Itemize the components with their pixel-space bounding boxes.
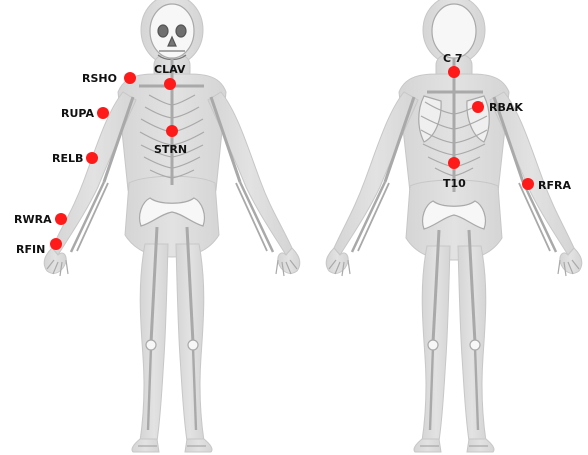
front-marker-dot-rwra	[55, 213, 67, 225]
back-marker-label-rbak: RBAK	[489, 101, 523, 114]
front-marker-label-relb: RELB	[52, 152, 83, 165]
back-marker-rbak: RBAK	[472, 101, 523, 114]
front-marker-label-strn: STRN	[154, 143, 187, 156]
front-marker-label-clav: CLAV	[154, 63, 186, 76]
back-marker-dot-c-7	[448, 66, 460, 78]
front-marker-rsho: RSHO	[82, 72, 136, 85]
front-marker-rupa: RUPA	[61, 107, 109, 120]
back-marker-dot-rbak	[472, 101, 484, 113]
front-marker-label-rfin: RFIN	[16, 243, 45, 256]
back-marker-label-t10: T10	[443, 177, 466, 190]
back-marker-dot-rfra	[522, 178, 534, 190]
front-marker-dot-rfin	[50, 238, 62, 250]
front-marker-dot-clav	[164, 78, 176, 90]
front-marker-dot-rupa	[97, 107, 109, 119]
front-marker-dot-strn	[166, 125, 178, 137]
front-marker-label-rsho: RSHO	[82, 72, 117, 85]
front-marker-label-rwra: RWRA	[14, 213, 52, 226]
back-marker-label-rfra: RFRA	[538, 179, 571, 192]
front-marker-dot-relb	[86, 152, 98, 164]
back-marker-dot-t10	[448, 157, 460, 169]
front-marker-rwra: RWRA	[14, 213, 67, 226]
front-marker-dot-rsho	[124, 72, 136, 84]
front-marker-relb: RELB	[52, 152, 98, 165]
front-marker-label-rupa: RUPA	[61, 107, 94, 120]
back-marker-label-c-7: C 7	[443, 52, 463, 65]
